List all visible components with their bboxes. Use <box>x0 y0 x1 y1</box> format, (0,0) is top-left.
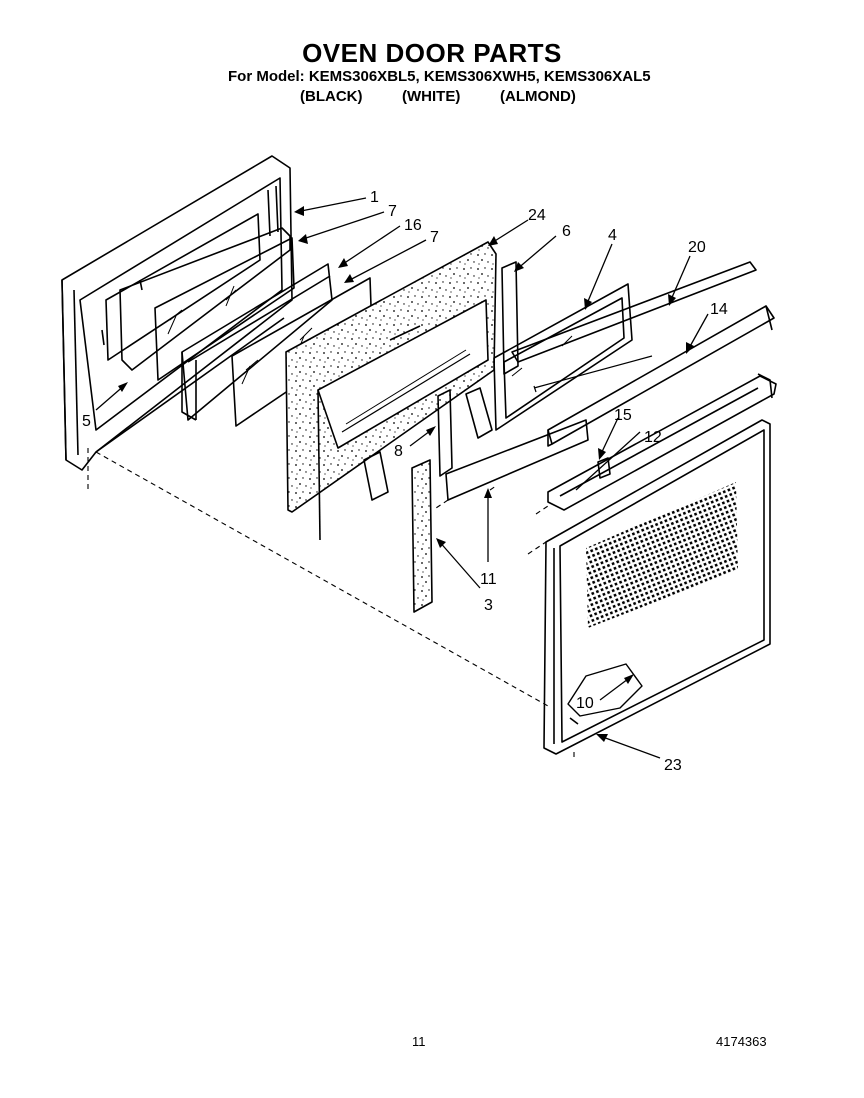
callout-20: 20 <box>688 239 706 256</box>
callout-5: 5 <box>82 413 91 430</box>
alignment-guides <box>87 448 575 760</box>
wire-spacer <box>119 227 291 371</box>
callout-6: 6 <box>562 223 571 240</box>
color-label-white: (WHITE) <box>402 88 461 105</box>
bottom-insulation-strip <box>445 419 589 501</box>
side-bracket-right <box>501 261 519 375</box>
callout-12: 12 <box>644 429 662 446</box>
callout-4: 4 <box>608 227 617 244</box>
insulation <box>285 241 497 541</box>
page-number: 11 <box>412 1034 426 1049</box>
inner-door-liner <box>543 419 771 755</box>
callout-1: 1 <box>370 189 379 206</box>
vent-trim <box>511 261 757 363</box>
side-insulation-strip <box>411 459 433 613</box>
color-label-black: (BLACK) <box>300 88 363 105</box>
leader-lines <box>95 197 709 759</box>
callout-15: 15 <box>614 407 632 424</box>
outer-door-panel <box>61 155 293 471</box>
callout-10: 10 <box>576 695 594 712</box>
callout-3: 3 <box>484 597 493 614</box>
top-trim <box>547 305 775 447</box>
callout-8: 8 <box>394 443 403 460</box>
page-title: OVEN DOOR PARTS <box>302 38 562 68</box>
door-handle <box>547 373 777 511</box>
callout-23: 23 <box>664 757 682 774</box>
color-label-almond: (ALMOND) <box>500 88 576 105</box>
callout-11: 11 <box>480 571 497 588</box>
model-list: For Model: KEMS306XBL5, KEMS306XWH5, KEM… <box>228 68 651 85</box>
callout-24: 24 <box>528 207 546 224</box>
glass-pane-front <box>154 237 295 381</box>
side-bracket-left <box>363 387 493 501</box>
arrowheads <box>118 206 694 742</box>
callout-7a: 7 <box>388 203 397 220</box>
document-number: 4174363 <box>716 1034 767 1049</box>
callout-16: 16 <box>404 217 422 234</box>
callout-14: 14 <box>710 301 728 318</box>
callout-7b: 7 <box>430 229 439 246</box>
callout-labels: 1 7 16 7 24 6 4 20 14 5 15 12 8 11 3 10 … <box>82 189 728 774</box>
